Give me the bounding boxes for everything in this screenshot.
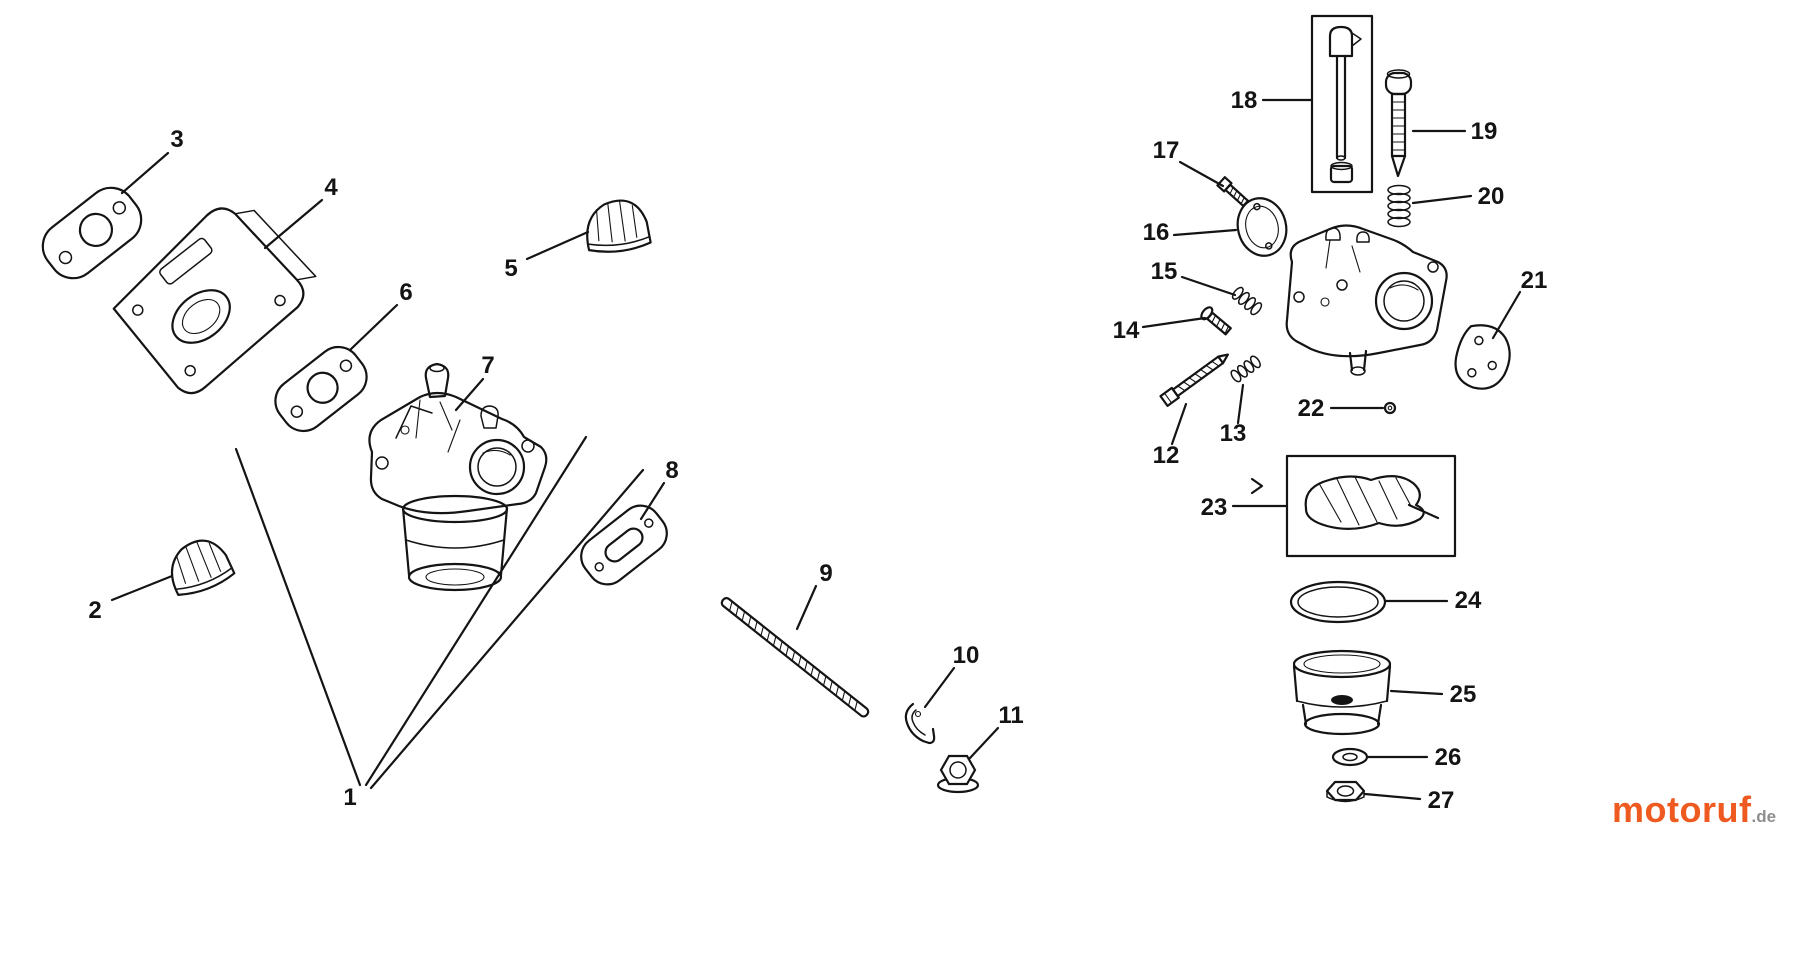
part-number-9: 9 <box>819 560 833 587</box>
part-20-spring <box>1387 184 1411 228</box>
part-number-6: 6 <box>399 279 413 306</box>
part-3-gasket <box>41 186 143 280</box>
part-number-16: 16 <box>1142 219 1170 246</box>
part-number-17: 17 <box>1152 137 1180 164</box>
part-8-gasket <box>580 504 668 586</box>
carburetor-upper-body <box>1285 224 1448 376</box>
part-7-carburetor-body <box>368 362 548 592</box>
part-number-1: 1 <box>343 784 357 811</box>
part-number-8: 8 <box>665 457 679 484</box>
part-number-3: 3 <box>170 126 184 153</box>
part-22-ball <box>1383 401 1397 415</box>
part-number-5: 5 <box>504 255 518 282</box>
chevron-mark <box>1250 477 1264 495</box>
part-12-screw <box>1159 353 1230 407</box>
part-15-spring <box>1231 286 1263 316</box>
part-number-24: 24 <box>1454 587 1482 614</box>
part-number-25: 25 <box>1449 681 1477 708</box>
part-number-23: 23 <box>1200 494 1228 521</box>
part-number-22: 22 <box>1297 395 1325 422</box>
part-number-20: 20 <box>1477 183 1505 210</box>
part-25-fuel-bowl <box>1292 649 1392 736</box>
part-number-2: 2 <box>88 597 102 624</box>
part-2-cap <box>170 539 236 596</box>
part-number-4: 4 <box>324 174 338 201</box>
part-9-stud <box>720 596 870 718</box>
part-number-15: 15 <box>1150 258 1178 285</box>
watermark-motoruf: motoruf.de <box>1612 789 1776 831</box>
part-10-clip <box>904 702 936 745</box>
part-21-cover-plate <box>1454 324 1511 390</box>
part-4-mounting-plate <box>112 207 317 395</box>
part-17-screw <box>1216 176 1250 208</box>
leader-lines <box>110 98 1522 801</box>
watermark-brand-text: motoruf <box>1612 789 1752 830</box>
part-27-nut <box>1325 780 1366 803</box>
part-number-12: 12 <box>1152 442 1180 469</box>
part-26-washer <box>1331 747 1369 767</box>
part-24-gasket-ring <box>1289 580 1387 624</box>
part-6-gasket <box>274 345 368 433</box>
part-number-18: 18 <box>1230 87 1258 114</box>
part-number-11: 11 <box>998 702 1024 729</box>
part-16-cover-plate <box>1236 197 1288 257</box>
part-13-spring <box>1230 355 1261 383</box>
part-number-7: 7 <box>481 352 495 379</box>
part-19-needle-valve <box>1384 69 1413 178</box>
watermark-tld-text: .de <box>1751 807 1777 826</box>
part-11-flange-nut <box>936 754 980 794</box>
part-number-10: 10 <box>952 642 980 669</box>
part-number-13: 13 <box>1219 420 1247 447</box>
part-number-26: 26 <box>1434 744 1462 771</box>
detail-box-float-pin <box>1310 14 1374 194</box>
part-5-cap <box>586 199 652 253</box>
detail-box-float <box>1285 454 1457 558</box>
part-number-19: 19 <box>1470 118 1498 145</box>
part-14-screw <box>1200 306 1232 336</box>
part-number-14: 14 <box>1112 317 1140 344</box>
part-number-27: 27 <box>1427 787 1455 814</box>
part-number-21: 21 <box>1520 267 1548 294</box>
